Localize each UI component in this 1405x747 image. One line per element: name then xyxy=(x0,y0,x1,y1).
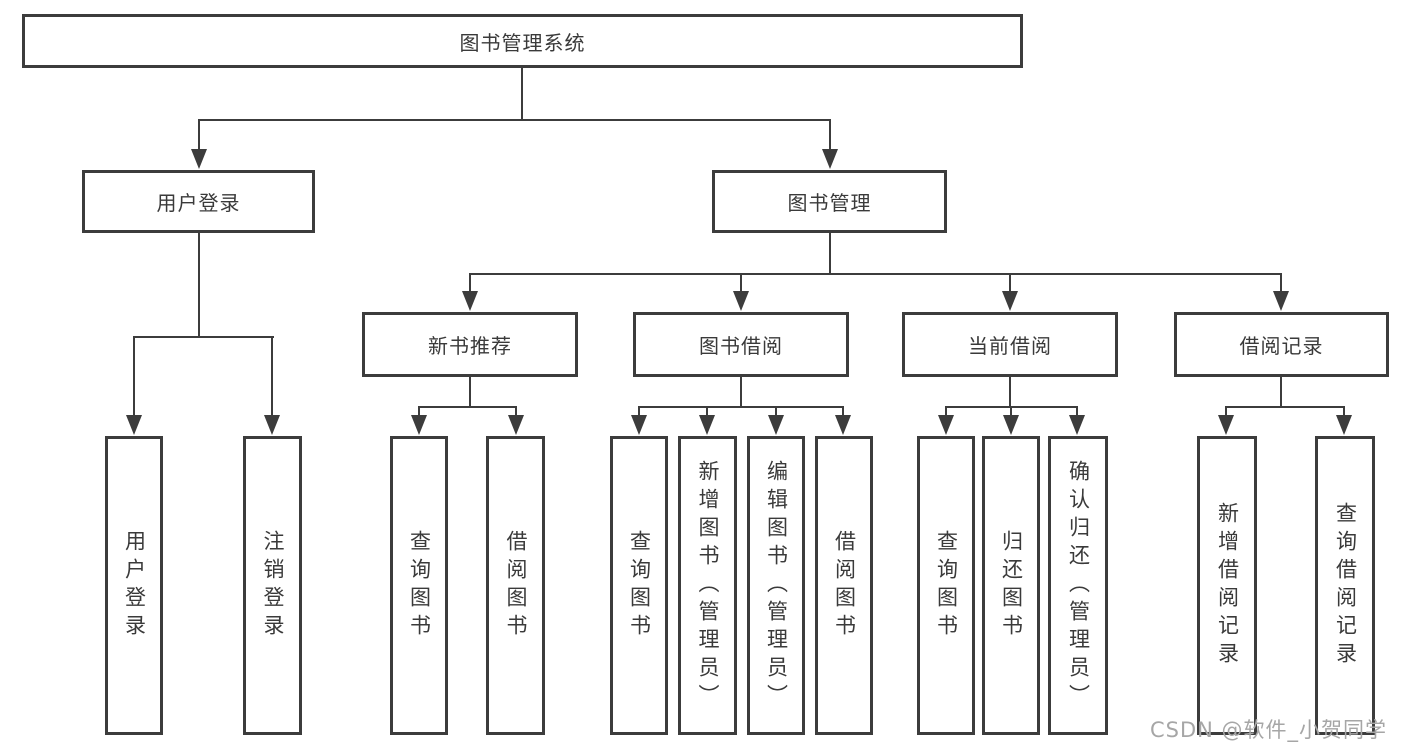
connector-stub-leaf-logout xyxy=(271,336,273,416)
connector-stub xyxy=(1225,406,1227,417)
node-new-book-recommend: 新书推荐 xyxy=(362,312,578,377)
arrowhead xyxy=(699,415,715,435)
connector-stub-current-borrow xyxy=(1009,273,1011,293)
leaf-label: 查询借阅记录 xyxy=(1333,501,1358,670)
leaf-label: 确认归还（管理员） xyxy=(1066,459,1091,712)
leaf-label: 查询图书 xyxy=(934,529,959,642)
arrowhead-leaf-userlogin xyxy=(126,415,142,435)
node-library-management-system: 图书管理系统 xyxy=(22,14,1023,68)
connector-userlogin-vertical xyxy=(198,233,200,336)
arrowhead-book-borrow xyxy=(733,291,749,311)
node-book-management: 图书管理 xyxy=(712,170,947,233)
connector-stub xyxy=(775,406,777,417)
leaf-borrow-books-newrec: 借阅图书 xyxy=(486,436,545,735)
leaf-add-books-admin: 新增图书（管理员） xyxy=(678,436,737,735)
node-user-login: 用户登录 xyxy=(82,170,315,233)
leaf-query-books-current: 查询图书 xyxy=(917,436,975,735)
connector-stub xyxy=(515,406,517,417)
connector-root-vertical xyxy=(521,67,523,119)
connector-stub xyxy=(418,406,420,417)
leaf-logout-login: 注销登录 xyxy=(243,436,302,735)
arrowhead xyxy=(508,415,524,435)
connector-borrow-horizontal xyxy=(638,406,844,408)
connector-stub xyxy=(638,406,640,417)
connector-stub-book-borrow xyxy=(740,273,742,293)
arrowhead xyxy=(1069,415,1085,435)
leaf-confirm-return-admin: 确认归还（管理员） xyxy=(1048,436,1108,735)
arrowhead-borrow-records xyxy=(1273,291,1289,311)
connector-stub xyxy=(842,406,844,417)
leaf-label: 新增借阅记录 xyxy=(1215,501,1240,670)
leaf-return-books: 归还图书 xyxy=(982,436,1040,735)
leaf-label: 新增图书（管理员） xyxy=(696,459,720,712)
connector-stub xyxy=(1076,406,1078,417)
arrowhead-book-management xyxy=(822,149,838,169)
leaf-add-borrow-record: 新增借阅记录 xyxy=(1197,436,1257,735)
connector-mgmt-horizontal xyxy=(469,273,1281,275)
connector-stub xyxy=(1343,406,1345,417)
node-label: 图书管理 xyxy=(787,191,872,215)
connector-stub-borrow-records xyxy=(1280,273,1282,293)
connector-stub-user-login xyxy=(198,119,200,152)
connector-root-horizontal xyxy=(198,119,831,121)
connector-newrec-vertical xyxy=(469,377,471,406)
leaf-label: 用户登录 xyxy=(122,529,147,642)
node-label: 借阅记录 xyxy=(1239,334,1324,358)
connector-borrow-vertical xyxy=(740,377,742,406)
node-label: 图书管理系统 xyxy=(459,30,586,55)
connector-current-vertical xyxy=(1009,377,1011,406)
arrowhead-user-login xyxy=(191,149,207,169)
leaf-label: 查询图书 xyxy=(627,529,652,642)
node-label: 新书推荐 xyxy=(428,334,512,358)
leaf-borrow-books: 借阅图书 xyxy=(815,436,873,735)
arrowhead xyxy=(1003,415,1019,435)
arrowhead xyxy=(938,415,954,435)
arrowhead xyxy=(1218,415,1234,435)
node-label: 用户登录 xyxy=(156,191,241,215)
leaf-label: 注销登录 xyxy=(261,529,285,642)
connector-records-horizontal xyxy=(1225,406,1345,408)
arrowhead-current-borrow xyxy=(1002,291,1018,311)
leaf-query-books-newrec: 查询图书 xyxy=(390,436,448,735)
arrowhead xyxy=(1336,415,1352,435)
leaf-label: 编辑图书（管理员） xyxy=(764,459,789,712)
arrowhead-leaf-logout xyxy=(264,415,280,435)
arrowhead-new-book xyxy=(462,291,478,311)
leaf-label: 查询图书 xyxy=(407,529,432,642)
node-label: 图书借阅 xyxy=(699,334,783,358)
leaf-label: 借阅图书 xyxy=(832,529,857,642)
arrowhead xyxy=(835,415,851,435)
arrowhead xyxy=(411,415,427,435)
arrowhead xyxy=(768,415,784,435)
leaf-query-borrow-record: 查询借阅记录 xyxy=(1315,436,1375,735)
node-borrowing-records: 借阅记录 xyxy=(1174,312,1389,377)
leaf-label: 借阅图书 xyxy=(504,529,528,642)
connector-stub-book-management xyxy=(829,119,831,152)
connector-stub-new-book xyxy=(469,273,471,293)
connector-stub-leaf-userlogin xyxy=(133,336,135,416)
connector-mgmt-vertical xyxy=(829,233,831,273)
connector-stub xyxy=(945,406,947,417)
connector-userlogin-horizontal xyxy=(133,336,274,338)
leaf-label: 归还图书 xyxy=(999,529,1024,642)
node-current-borrowing: 当前借阅 xyxy=(902,312,1118,377)
leaf-query-books-borrow: 查询图书 xyxy=(610,436,668,735)
node-label: 当前借阅 xyxy=(968,334,1052,358)
connector-stub xyxy=(706,406,708,417)
connector-newrec-horizontal xyxy=(418,406,517,408)
arrowhead xyxy=(631,415,647,435)
node-book-borrowing: 图书借阅 xyxy=(633,312,849,377)
leaf-edit-books-admin: 编辑图书（管理员） xyxy=(747,436,805,735)
connector-stub xyxy=(1010,406,1012,417)
connector-records-vertical xyxy=(1280,377,1282,406)
leaf-user-login: 用户登录 xyxy=(105,436,163,735)
csdn-watermark: CSDN @软件_小贺同学 xyxy=(1150,718,1388,742)
